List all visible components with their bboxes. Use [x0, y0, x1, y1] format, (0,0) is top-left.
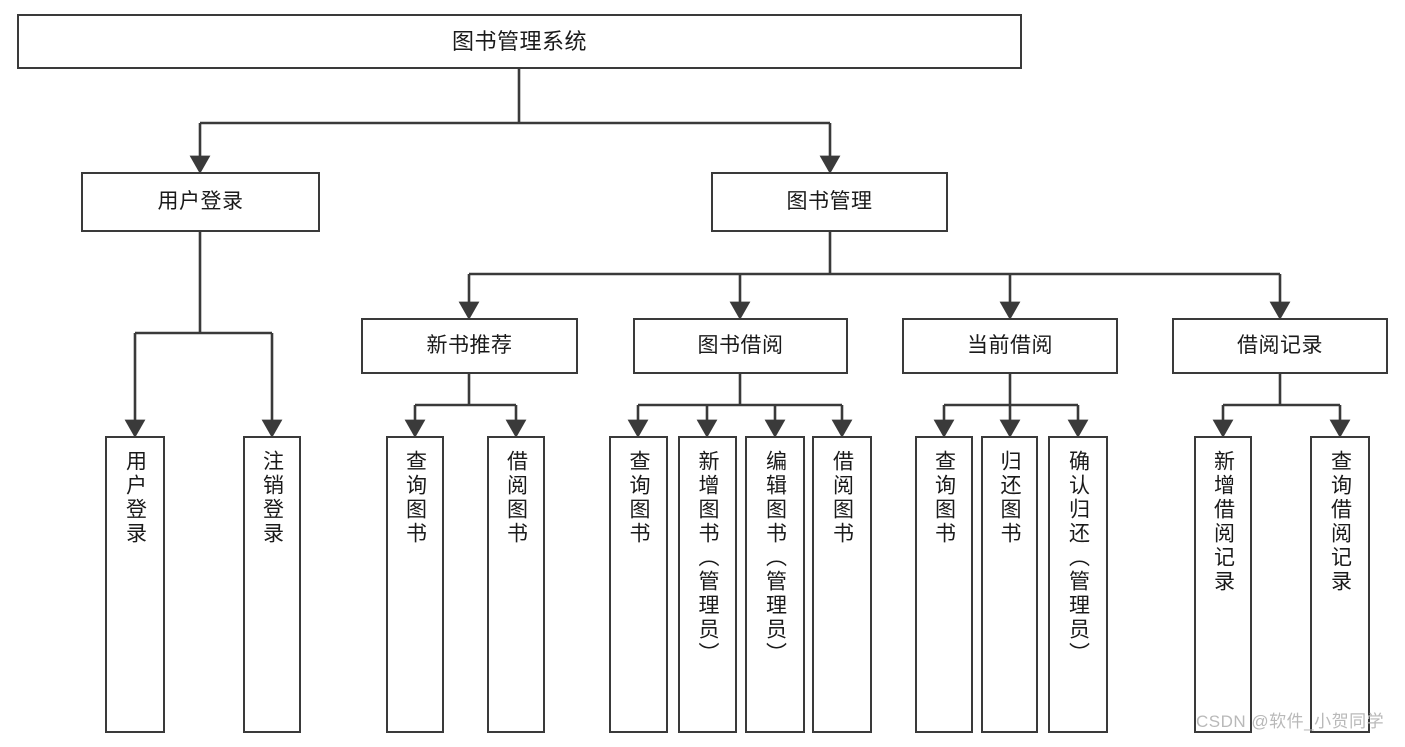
- node-leaf-query-book-borrow[interactable]: 查询图书: [609, 436, 668, 733]
- node-root-label: 图书管理系统: [451, 28, 587, 54]
- node-leaf-user-logout[interactable]: 注销登录: [243, 436, 301, 733]
- node-leaf-query-borrow-record-label: 查询借阅记录: [1328, 450, 1352, 594]
- node-root[interactable]: 图书管理系统: [17, 14, 1022, 69]
- node-leaf-query-book-recommend[interactable]: 查询图书: [386, 436, 444, 733]
- node-leaf-confirm-return[interactable]: 确认归还（管理员）: [1048, 436, 1108, 733]
- node-leaf-add-borrow-record-label: 新增借阅记录: [1211, 450, 1235, 594]
- node-leaf-borrow-book-recommend-label: 借阅图书: [504, 450, 528, 546]
- node-leaf-confirm-return-label: 确认归还（管理员）: [1066, 450, 1090, 666]
- node-leaf-add-book-label: 新增图书（管理员）: [696, 450, 719, 666]
- node-leaf-query-book-current[interactable]: 查询图书: [915, 436, 973, 733]
- node-book-borrow-label: 图书借阅: [697, 333, 784, 357]
- node-leaf-borrow-book[interactable]: 借阅图书: [812, 436, 872, 733]
- node-leaf-return-book-label: 归还图书: [998, 450, 1021, 546]
- node-leaf-borrow-book-label: 借阅图书: [830, 450, 854, 546]
- node-leaf-edit-book-label: 编辑图书（管理员）: [763, 450, 787, 666]
- node-new-book-recommend-label: 新书推荐: [426, 333, 513, 357]
- node-leaf-user-login[interactable]: 用户登录: [105, 436, 165, 733]
- node-leaf-edit-book[interactable]: 编辑图书（管理员）: [745, 436, 805, 733]
- node-borrow-record[interactable]: 借阅记录: [1172, 318, 1388, 374]
- node-borrow-record-label: 借阅记录: [1237, 333, 1323, 357]
- node-leaf-return-book[interactable]: 归还图书: [981, 436, 1038, 733]
- node-leaf-query-borrow-record[interactable]: 查询借阅记录: [1310, 436, 1370, 733]
- node-leaf-query-book-current-label: 查询图书: [932, 450, 956, 546]
- node-book-borrow[interactable]: 图书借阅: [633, 318, 848, 374]
- node-user-login[interactable]: 用户登录: [81, 172, 320, 232]
- node-new-book-recommend[interactable]: 新书推荐: [361, 318, 578, 374]
- node-leaf-borrow-book-recommend[interactable]: 借阅图书: [487, 436, 545, 733]
- node-leaf-query-book-borrow-label: 查询图书: [627, 450, 650, 546]
- node-leaf-user-logout-label: 注销登录: [260, 450, 284, 546]
- csdn-watermark: CSDN @软件_小贺同学: [1196, 712, 1385, 731]
- node-leaf-add-borrow-record[interactable]: 新增借阅记录: [1194, 436, 1252, 733]
- node-book-manage[interactable]: 图书管理: [711, 172, 948, 232]
- node-user-login-label: 用户登录: [157, 189, 244, 213]
- node-leaf-user-login-label: 用户登录: [123, 450, 147, 546]
- node-leaf-query-book-recommend-label: 查询图书: [403, 450, 427, 546]
- node-current-borrow[interactable]: 当前借阅: [902, 318, 1118, 374]
- node-leaf-add-book[interactable]: 新增图书（管理员）: [678, 436, 737, 733]
- node-book-manage-label: 图书管理: [786, 189, 873, 213]
- node-current-borrow-label: 当前借阅: [967, 333, 1053, 357]
